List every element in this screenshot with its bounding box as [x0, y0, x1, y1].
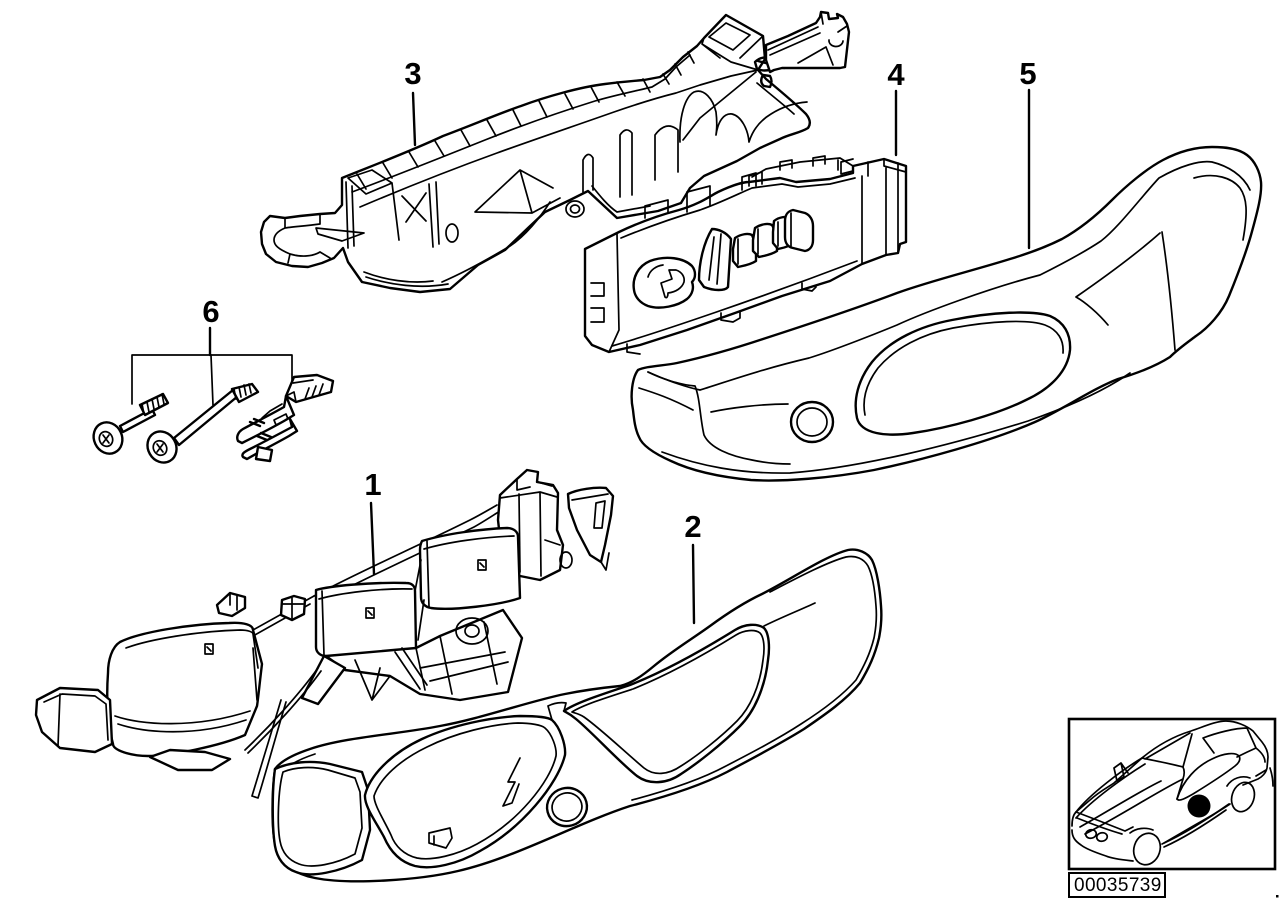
svg-text:4: 4 [887, 57, 905, 92]
svg-text:1: 1 [364, 467, 381, 502]
svg-text:6: 6 [202, 294, 219, 329]
svg-text:2: 2 [684, 509, 701, 544]
svg-text:00035739: 00035739 [1074, 875, 1162, 896]
svg-text:5: 5 [1019, 56, 1036, 91]
svg-text:3: 3 [404, 56, 421, 91]
